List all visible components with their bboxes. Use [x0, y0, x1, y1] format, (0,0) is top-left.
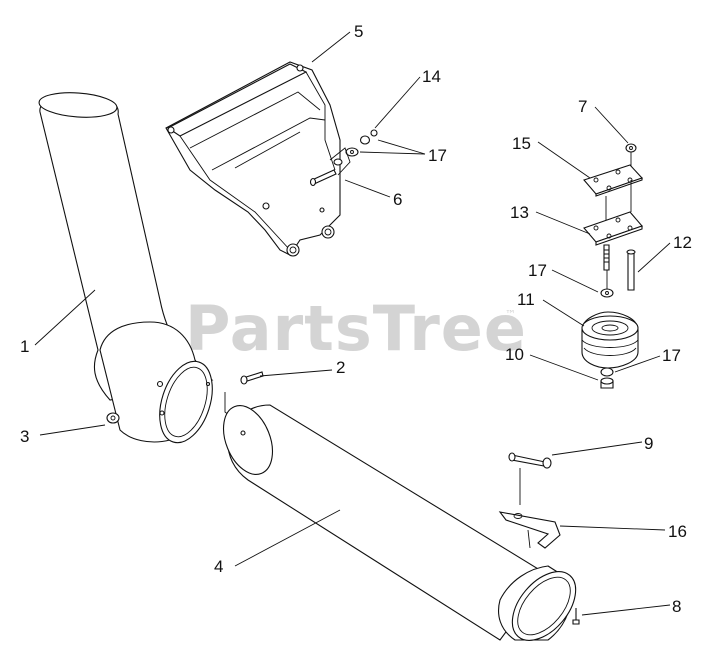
- bolt-part-2: [224, 371, 264, 427]
- label-part-2: 2: [336, 358, 345, 377]
- label-part-13: 13: [510, 203, 529, 222]
- bolt-part-12: [626, 249, 636, 291]
- label-part-14: 14: [422, 67, 441, 86]
- watermark-trademark: ™: [505, 308, 516, 321]
- label-part-5: 5: [354, 22, 363, 41]
- label-part-9: 9: [644, 434, 653, 453]
- mounting-plate-part-13: [583, 211, 643, 246]
- watermark-text: PartsTree: [185, 292, 527, 365]
- label-part-10: 10: [505, 345, 524, 364]
- bracket-part-16: [498, 511, 561, 549]
- straight-tube: [222, 404, 577, 641]
- label-part-7: 7: [578, 97, 587, 116]
- label-part-17-stud: 17: [528, 261, 547, 280]
- chute-hopper: [165, 61, 341, 257]
- label-part-1: 1: [20, 337, 29, 356]
- label-part-8: 8: [672, 597, 681, 616]
- label-part-11: 11: [517, 290, 535, 309]
- mounting-plate-part-15: [583, 164, 643, 222]
- label-part-17-chute: 17: [428, 146, 447, 165]
- stud-and-washer: [600, 244, 614, 298]
- label-part-17-pulley: 17: [662, 346, 681, 365]
- pulley-part-11: [581, 311, 639, 369]
- elbow-tube: [38, 92, 214, 444]
- part-labels: 1 2 3 4 5 6 7 8 9 10 11 12 13 14 15 16 1…: [20, 22, 692, 616]
- bolt-part-8: [572, 608, 580, 625]
- bolt-part-9: [508, 452, 552, 505]
- leader-lines: [34, 31, 671, 616]
- label-part-16: 16: [668, 522, 687, 541]
- nut-part-10: [600, 367, 614, 389]
- label-part-4: 4: [214, 557, 223, 576]
- label-part-6: 6: [393, 190, 402, 209]
- hardware-parts-6-14-17: [309, 129, 378, 187]
- label-part-15: 15: [512, 134, 531, 153]
- nut-part-3: [106, 412, 120, 424]
- label-part-12: 12: [673, 233, 692, 252]
- label-part-3: 3: [20, 427, 29, 446]
